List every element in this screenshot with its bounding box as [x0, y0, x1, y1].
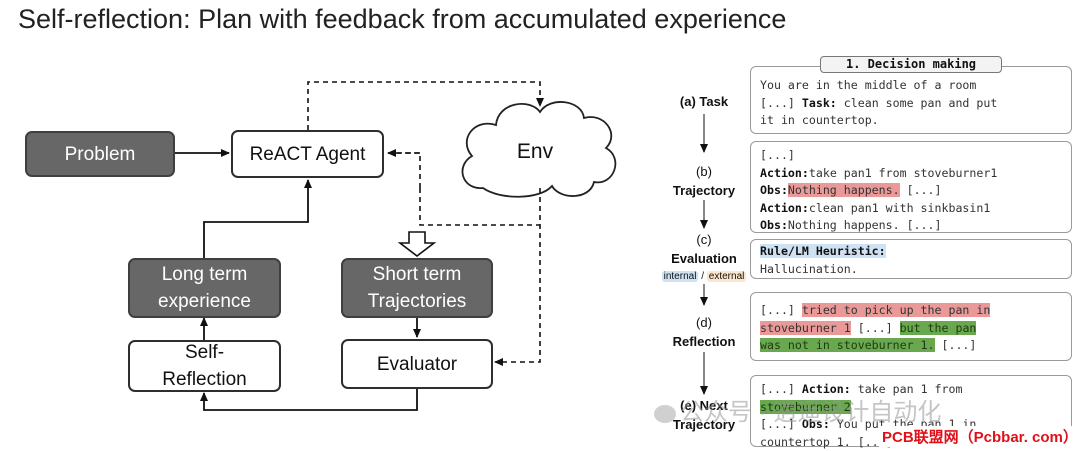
arrow-agent-to-env [307, 81, 544, 130]
evaluator-node: Evaluator [341, 339, 493, 389]
env-label: Env [516, 140, 554, 163]
eval-internal-tag: internal [661, 271, 699, 282]
short-term-trajectories-node: Short term Trajectories [341, 258, 493, 318]
self-reflection-node: Self- Reflection [128, 340, 281, 392]
long-term-experience-node: Long term experience [128, 258, 281, 318]
arrow-env-to-evaluator [494, 188, 541, 366]
env-cloud [461, 101, 617, 198]
arrow-evaluator-to-reflection [200, 389, 418, 411]
step-reflection: (d) Reflection [672, 315, 736, 349]
step-task: (a) Task [679, 94, 729, 109]
step-evaluation: (c) Evaluation internal / external [661, 232, 747, 282]
trajectory-panel: [...] Action:take pan1 from stoveburner1… [750, 141, 1072, 233]
step-trajectory: (b) Trajectory [672, 164, 736, 198]
site-watermark: PCB联盟网（Pcbbar. com） [879, 426, 1080, 447]
evaluation-panel: Rule/LM Heuristic: Hallucination. [750, 239, 1072, 279]
react-agent-node: ReACT Agent [231, 130, 384, 178]
arrow-longterm-to-agent [203, 179, 312, 258]
wechat-watermark: 公众号 · 逍遥设计自动化 [654, 392, 941, 427]
arrow-env-feedback [387, 149, 421, 188]
reflection-panel: [...] tried to pick up the pan in stoveb… [750, 292, 1072, 361]
eval-external-tag: external [706, 271, 747, 282]
hollow-down-arrow [397, 231, 437, 258]
decision-making-header: 1. Decision making [820, 56, 1002, 73]
step-next-trajectory: (e) Next Trajectory [672, 398, 736, 432]
task-panel: You are in the middle of a room [...] Ta… [750, 66, 1072, 134]
problem-node: Problem [25, 131, 175, 177]
wechat-logo-icon [654, 404, 676, 423]
slide-title: Self-reflection: Plan with feedback from… [18, 4, 787, 34]
